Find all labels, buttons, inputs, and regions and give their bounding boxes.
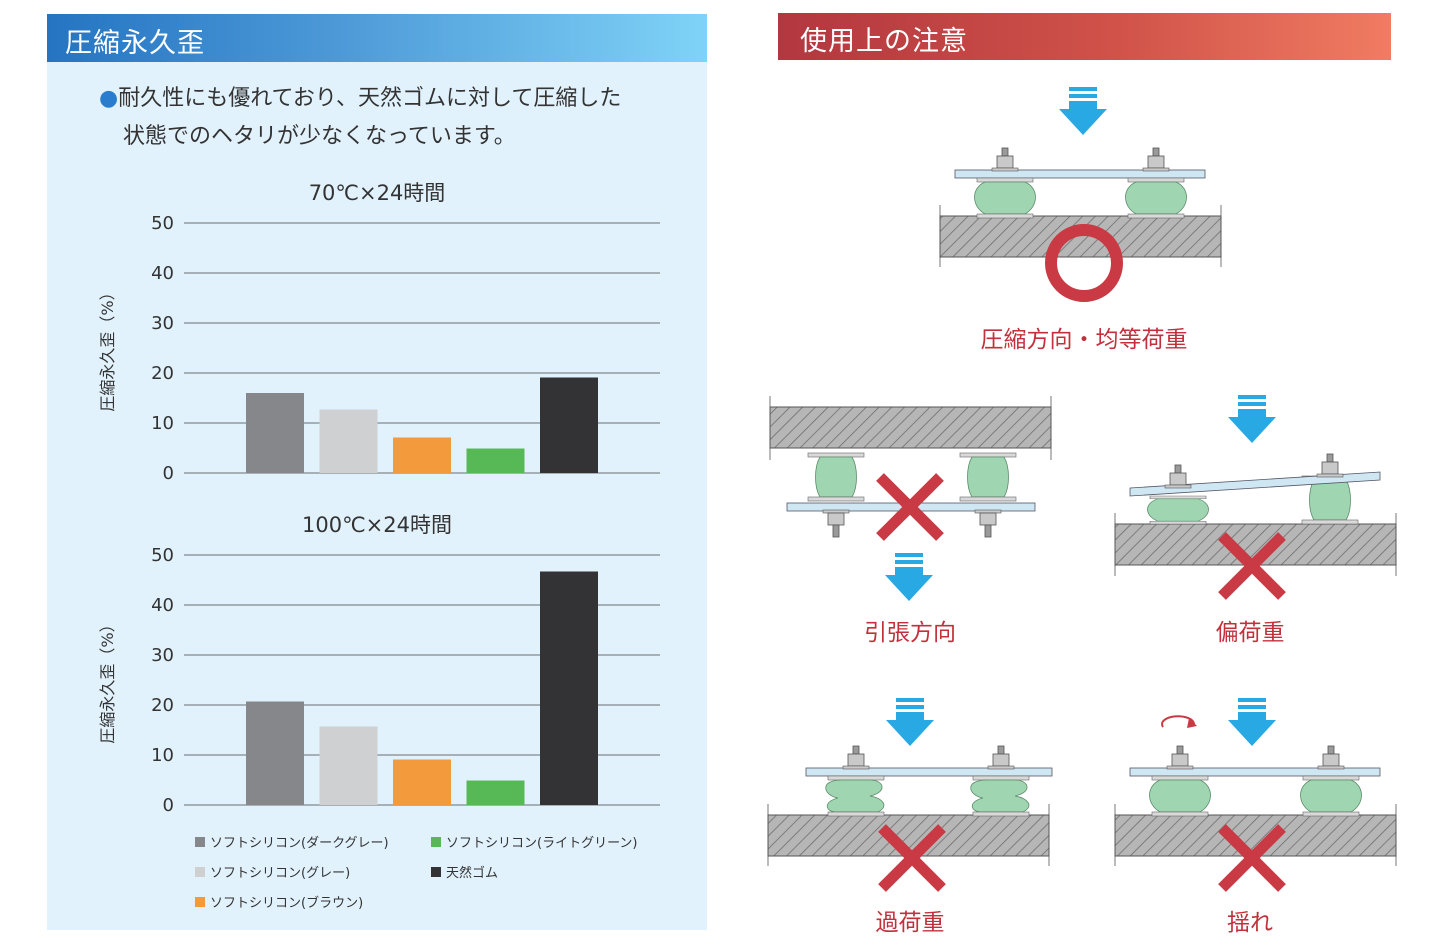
- label-uneven-load: 偏荷重: [1215, 620, 1285, 646]
- mount-icon: [825, 775, 885, 817]
- legend-item: ソフトシリコン(グレー): [195, 862, 350, 881]
- lead-text: ●耐久性にも優れており、天然ゴムに対して圧縮した 状態でのヘタリが少なくなってい…: [99, 80, 699, 156]
- chart-1-title: 70℃×24時間: [308, 181, 446, 205]
- bolt-icon: [987, 745, 1015, 770]
- legend-label: ソフトシリコン(ダークグレー): [210, 836, 389, 851]
- lead-line-1: 耐久性にも優れており、天然ゴムに対して圧縮した: [118, 86, 622, 111]
- y-axis-label: 圧縮永久歪（%）: [98, 616, 117, 743]
- legend-swatch: [195, 836, 205, 847]
- y-axis-label: 圧縮永久歪（%）: [98, 284, 117, 411]
- bar-2: [319, 409, 378, 473]
- chart-legend: ソフトシリコン(ダークグレー) ソフトシリコン(ライトグリーン) ソフトシリコン(グ…: [195, 826, 675, 916]
- legend-swatch: [195, 896, 205, 907]
- legend-item: 天然ゴム: [431, 862, 498, 881]
- legend-swatch: [195, 866, 205, 877]
- ok-circle-icon: [1045, 224, 1123, 302]
- compression-set-title: 圧縮永久歪: [65, 28, 205, 59]
- chart-2-title: 100℃×24時間: [302, 513, 452, 537]
- diagram-uneven-load: [1114, 395, 1397, 596]
- load-arrow-icon: [1228, 395, 1276, 443]
- bullet-icon: ●: [99, 86, 119, 111]
- y-tick-label: 20: [151, 695, 174, 716]
- y-tick-label: 0: [163, 795, 174, 816]
- legend-label: 天然ゴム: [446, 866, 499, 881]
- y-tick-label: 0: [163, 463, 174, 484]
- legend-swatch: [431, 866, 441, 877]
- diagram-shake: [1114, 698, 1397, 888]
- label-tension: 引張方向: [864, 620, 956, 646]
- diagram-overload: [767, 698, 1053, 888]
- bolt-icon: [822, 509, 850, 538]
- y-tick-label: 50: [151, 545, 174, 566]
- load-arrow-icon: [1228, 698, 1276, 746]
- bolt-icon: [1166, 745, 1194, 770]
- bar-4: [466, 448, 525, 473]
- bar-1: [246, 701, 304, 805]
- bar-3: [393, 437, 451, 473]
- y-tick-label: 40: [151, 263, 174, 284]
- bolt-icon: [1317, 745, 1345, 770]
- bar-5: [540, 571, 598, 805]
- mount-icon: [970, 775, 1030, 817]
- bar-3: [393, 759, 451, 805]
- compression-set-panel: 圧縮永久歪 ●耐久性にも優れており、天然ゴムに対して圧縮した 状態でのヘタリが少…: [47, 14, 707, 930]
- mount-icon: [1147, 495, 1209, 525]
- bolt-icon: [1316, 453, 1344, 478]
- mount-icon: [1300, 775, 1362, 817]
- bar-2: [319, 726, 378, 805]
- chart-2: 0 10 20 30 40 50 圧縮永久歪（%）: [98, 545, 660, 816]
- mount-icon: [1125, 177, 1187, 219]
- y-tick-label: 20: [151, 363, 174, 384]
- pull-arrow-icon: [885, 553, 933, 601]
- compression-set-header: 圧縮永久歪: [47, 14, 707, 62]
- bolt-icon: [1142, 147, 1170, 172]
- caution-title: 使用上の注意: [800, 26, 968, 57]
- y-tick-label: 40: [151, 595, 174, 616]
- label-shake: 揺れ: [1227, 910, 1273, 936]
- legend-swatch: [431, 836, 441, 847]
- load-arrow-icon: [886, 698, 934, 746]
- mount-icon: [807, 452, 865, 502]
- y-tick-label: 50: [151, 213, 174, 234]
- chart-1: 0 10 20 30 40 50 圧縮永久歪（%）: [98, 213, 660, 484]
- bar-1: [246, 393, 304, 473]
- load-arrow-icon: [1059, 87, 1107, 135]
- diagram-ok-compression: [939, 87, 1222, 302]
- legend-item: ソフトシリコン(ライトグリーン): [431, 832, 638, 851]
- rotation-arrow-icon: [1161, 715, 1195, 728]
- legend-label: ソフトシリコン(グレー): [210, 866, 351, 881]
- y-tick-label: 30: [151, 313, 174, 334]
- y-tick-label: 10: [151, 413, 174, 434]
- bar-4: [466, 780, 525, 805]
- bolt-icon: [974, 509, 1002, 538]
- bolt-icon: [842, 745, 870, 770]
- y-tick-label: 10: [151, 745, 174, 766]
- mount-icon: [1149, 775, 1211, 817]
- label-overload: 過荷重: [875, 910, 945, 936]
- y-tick-label: 30: [151, 645, 174, 666]
- mount-icon: [974, 177, 1036, 219]
- mount-icon: [959, 452, 1017, 502]
- legend-label: ソフトシリコン(ライトグリーン): [446, 836, 638, 851]
- bar-5: [540, 377, 598, 473]
- diagram-tension: [769, 396, 1052, 601]
- legend-item: ソフトシリコン(ブラウン): [195, 892, 363, 911]
- legend-item: ソフトシリコン(ダークグレー): [195, 832, 389, 851]
- caution-header: 使用上の注意: [778, 13, 1391, 60]
- legend-label: ソフトシリコン(ブラウン): [210, 896, 364, 911]
- lead-line-2: 状態でのヘタリが少なくなっています。: [123, 124, 516, 149]
- bolt-icon: [991, 147, 1019, 172]
- label-ok-compression: 圧縮方向・均等荷重: [980, 327, 1188, 353]
